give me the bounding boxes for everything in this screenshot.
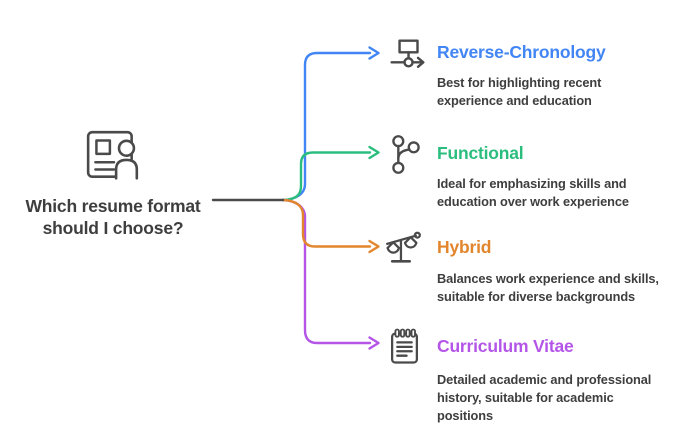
git-branch-icon: [390, 134, 421, 175]
connector-curriculum-vitae: [281, 198, 372, 345]
branch-title-hybrid: Hybrid: [437, 237, 492, 257]
branch-desc-curriculum-vitae: Detailed academic and professional histo…: [437, 372, 652, 424]
root-question-line1: Which resume format: [25, 196, 201, 216]
connector-hybrid: [281, 198, 372, 248]
branch-title-functional: Functional: [437, 143, 524, 163]
arrowhead-reverse-chronology: [368, 46, 380, 60]
branch-desc-functional: Ideal for emphasizing skills and educati…: [437, 176, 629, 210]
root-question-line2: should I choose?: [42, 218, 184, 239]
arrowhead-functional: [368, 145, 380, 160]
branch-title-curriculum-vitae: Curriculum Vitae: [437, 336, 574, 356]
connector-functional: [281, 151, 372, 202]
arrowhead-curriculum-vitae: [368, 336, 380, 350]
branch-desc-reverse-chronology: Best for highlighting recent experience …: [437, 75, 602, 109]
resume-document-person-icon: [84, 127, 142, 185]
root-question: Which resume format should I choose?: [10, 195, 216, 240]
flowchart-node-arrow-icon: [389, 37, 427, 75]
branch-title-reverse-chronology: Reverse-Chronology: [437, 42, 606, 62]
notepad-icon: [388, 325, 421, 367]
branch-desc-hybrid: Balances work experience and skills, sui…: [437, 271, 659, 305]
balance-scales-icon: [382, 229, 423, 270]
connector-reverse-chronology: [281, 51, 372, 202]
arrowhead-hybrid: [368, 239, 380, 254]
